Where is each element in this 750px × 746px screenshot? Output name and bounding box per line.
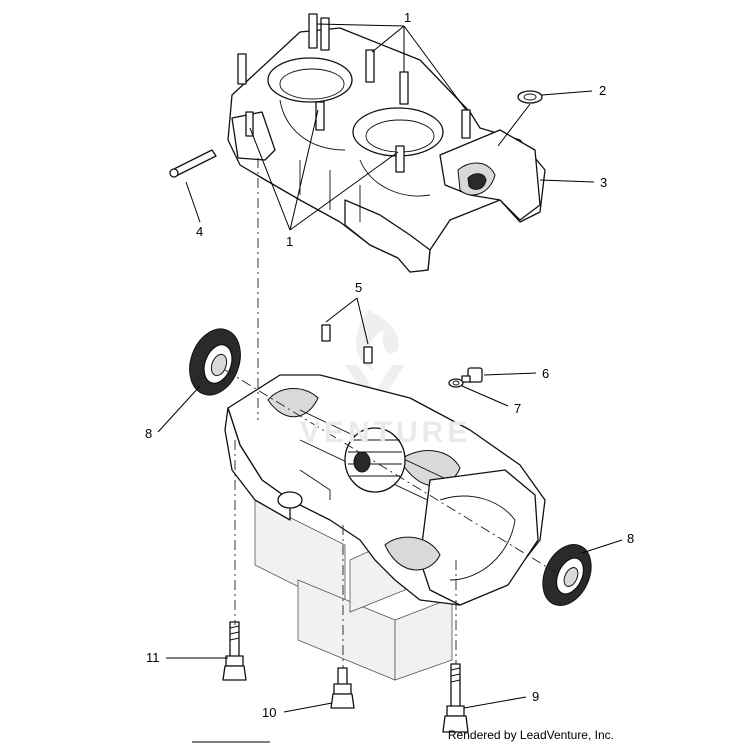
cylinder-studs bbox=[237, 13, 471, 173]
watermark-text: VENTURE bbox=[300, 416, 471, 449]
upper-crankcase-half bbox=[227, 13, 546, 273]
drain-plug-part-6 bbox=[461, 367, 483, 383]
washer-part-7 bbox=[448, 378, 464, 388]
dowel-pins-part-5 bbox=[321, 324, 373, 364]
lower-crankcase-half bbox=[224, 374, 546, 606]
callout-10: 10 bbox=[262, 705, 276, 720]
ghost-outline-boxes bbox=[254, 499, 453, 681]
alignment-centerlines bbox=[224, 158, 561, 668]
leader-lines bbox=[157, 23, 623, 713]
callout-11: 11 bbox=[146, 650, 160, 665]
bolt-part-11 bbox=[222, 621, 247, 681]
render-credit: Rendered by LeadVenture, Inc. bbox=[447, 728, 614, 742]
callout-1-top: 1 bbox=[404, 10, 411, 25]
callout-5: 5 bbox=[355, 280, 362, 295]
bolt-part-9 bbox=[442, 663, 469, 733]
oil-seal-part-8-right bbox=[542, 544, 592, 606]
bolt-part-10 bbox=[330, 667, 355, 709]
callout-6: 6 bbox=[542, 366, 549, 381]
oil-seal-part-8-left bbox=[189, 328, 241, 396]
seal-ring-part-2 bbox=[517, 90, 543, 104]
dowel-pin-part-4 bbox=[169, 149, 217, 178]
callout-8-left: 8 bbox=[145, 426, 152, 441]
callout-3: 3 bbox=[600, 175, 607, 190]
central-gear bbox=[344, 427, 406, 493]
callout-labels: 1 1 2 3 4 5 6 7 8 8 9 10 11 bbox=[145, 10, 634, 720]
callout-8-right: 8 bbox=[627, 531, 634, 546]
callout-1-bottom: 1 bbox=[286, 234, 293, 249]
callout-2: 2 bbox=[599, 83, 606, 98]
callout-4: 4 bbox=[196, 224, 203, 239]
callout-7: 7 bbox=[514, 401, 521, 416]
callout-9: 9 bbox=[532, 689, 539, 704]
